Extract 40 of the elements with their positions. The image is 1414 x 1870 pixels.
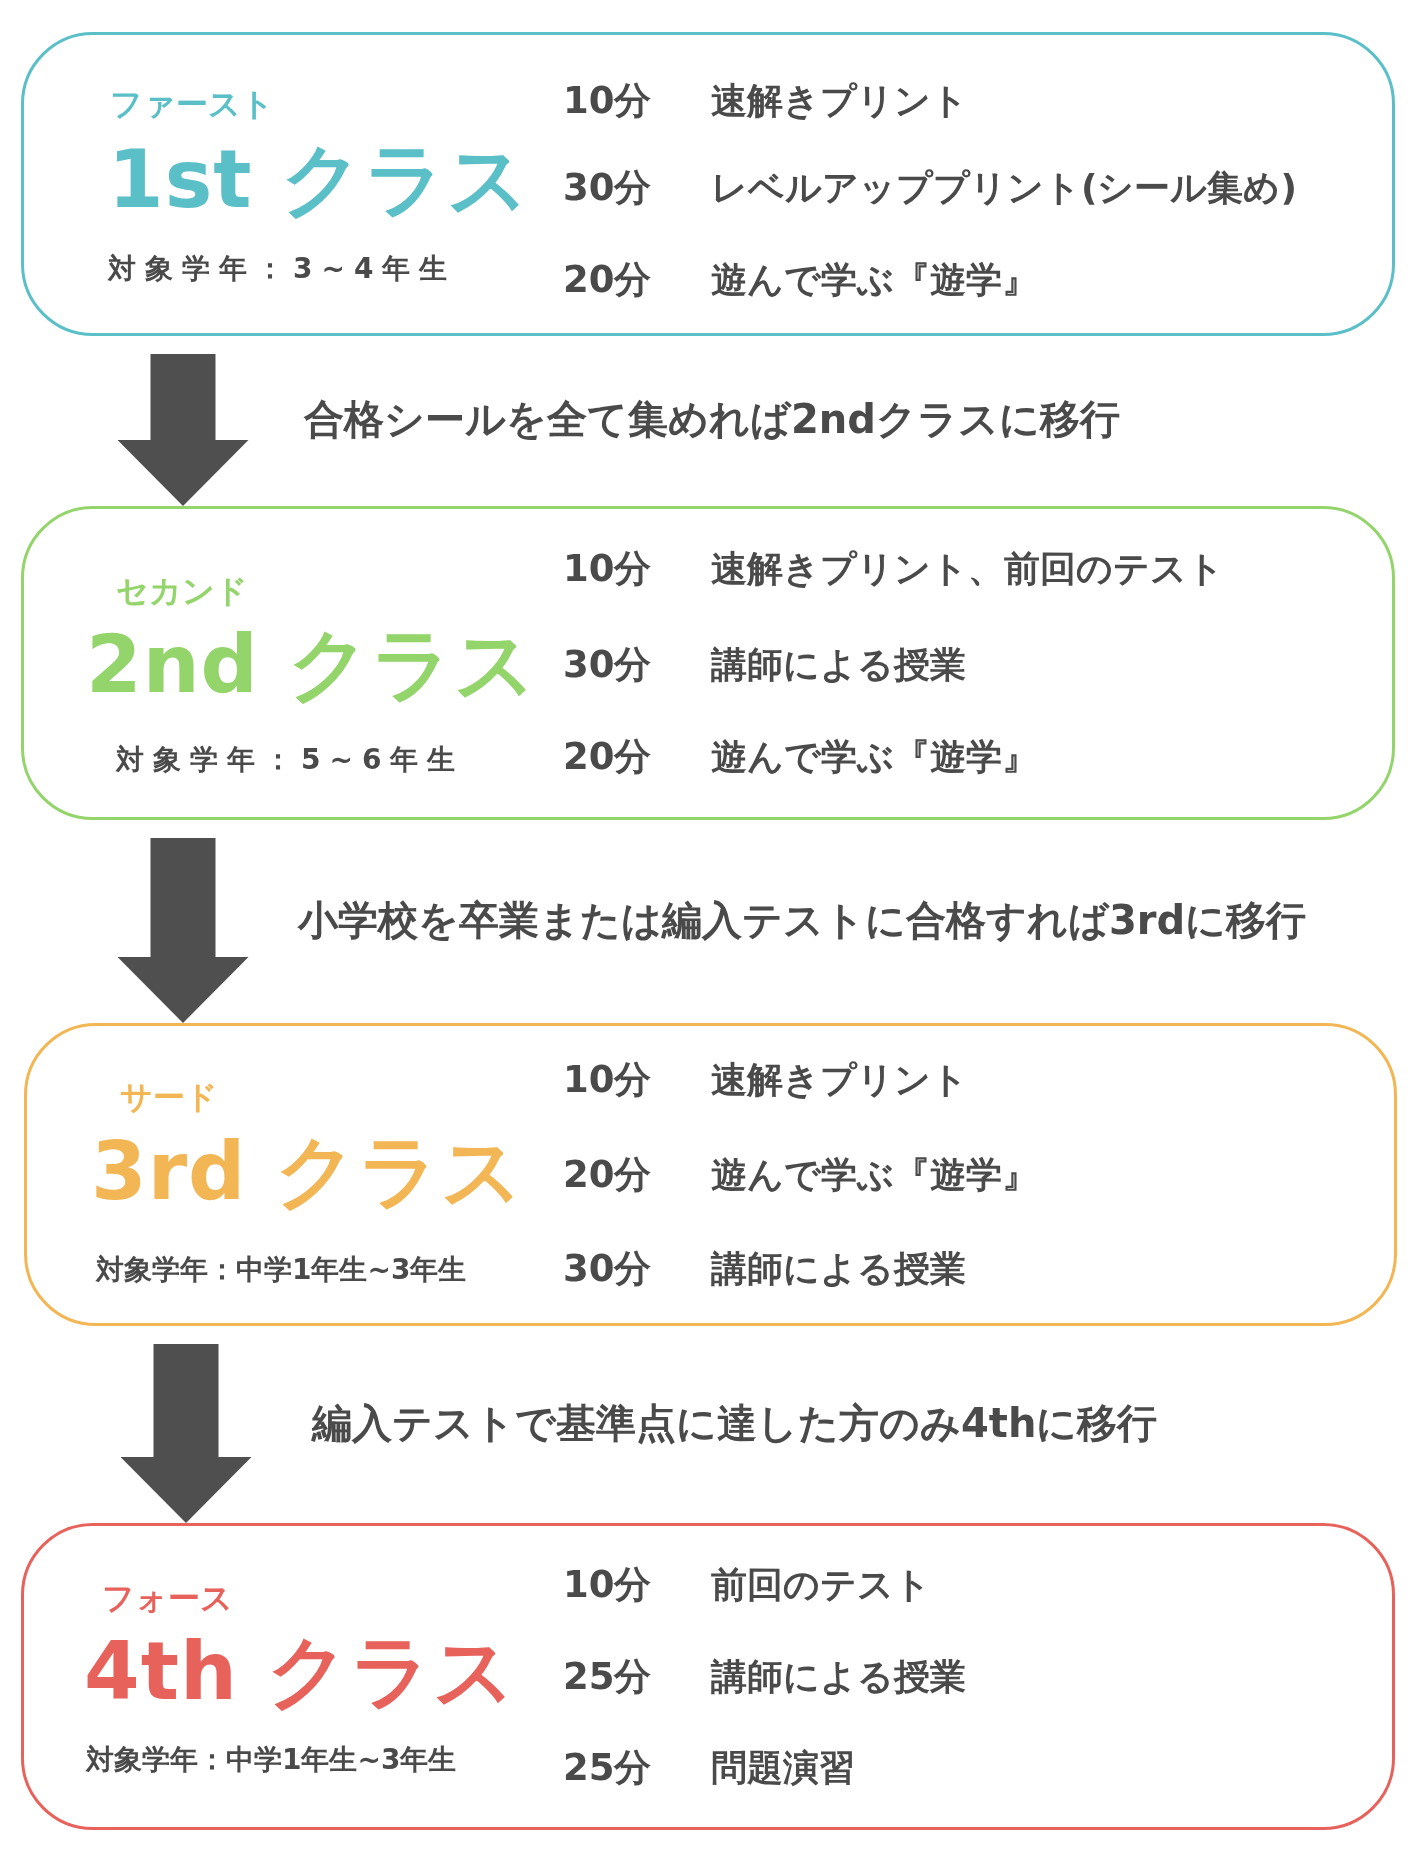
- grade-label: 対象学年：5~6年生: [116, 743, 465, 777]
- reading-label: フォース: [102, 1578, 233, 1618]
- duration-label: 10分: [563, 546, 652, 592]
- class-card: [24, 1023, 1397, 1326]
- activity-label: 速解きプリント: [711, 1058, 968, 1102]
- activity-label: レベルアッププリント(シール集め): [711, 166, 1297, 210]
- activity-label: 問題演習: [711, 1746, 855, 1790]
- grade-label: 対象学年：中学1年生~3年生: [96, 1253, 467, 1287]
- class-card: [21, 32, 1395, 336]
- duration-label: 10分: [563, 1562, 652, 1608]
- duration-label: 25分: [563, 1745, 652, 1791]
- duration-label: 20分: [563, 734, 652, 780]
- activity-label: 前回のテスト: [711, 1563, 931, 1607]
- duration-label: 30分: [563, 642, 652, 688]
- class-title: 1st クラス: [108, 132, 531, 228]
- reading-label: セカンド: [116, 571, 248, 611]
- class-title: 3rd クラス: [91, 1124, 525, 1220]
- duration-label: 10分: [563, 78, 652, 124]
- class-card: [21, 506, 1395, 820]
- duration-label: 30分: [563, 1246, 652, 1292]
- activity-label: 講師による授業: [711, 643, 966, 687]
- activity-label: 講師による授業: [711, 1247, 966, 1291]
- activity-label: 速解きプリント、前回のテスト: [711, 547, 1224, 591]
- class-title: 2nd クラス: [86, 617, 537, 713]
- activity-label: 遊んで学ぶ『遊学』: [711, 258, 1038, 302]
- activity-label: 講師による授業: [711, 1655, 966, 1699]
- duration-label: 25分: [563, 1654, 652, 1700]
- class-card: [21, 1523, 1395, 1830]
- duration-label: 10分: [563, 1057, 652, 1103]
- class-title: 4th クラス: [84, 1624, 516, 1720]
- activity-label: 遊んで学ぶ『遊学』: [711, 1153, 1038, 1197]
- reading-label: ファースト: [110, 84, 274, 124]
- activity-label: 遊んで学ぶ『遊学』: [711, 735, 1038, 779]
- grade-label: 対象学年：3~4年生: [108, 252, 457, 286]
- reading-label: サード: [120, 1077, 218, 1117]
- duration-label: 30分: [563, 165, 652, 211]
- grade-label: 対象学年：中学1年生~3年生: [86, 1743, 457, 1777]
- activity-label: 速解きプリント: [711, 79, 968, 123]
- duration-label: 20分: [563, 257, 652, 303]
- duration-label: 20分: [563, 1152, 652, 1198]
